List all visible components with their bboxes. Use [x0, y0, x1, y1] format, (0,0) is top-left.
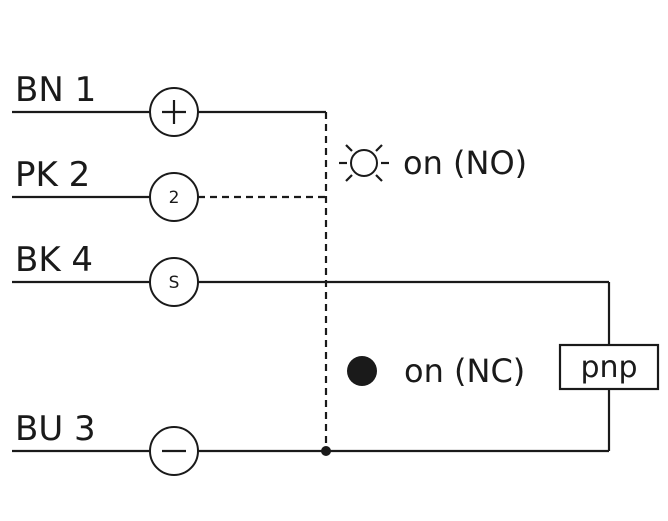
- junction-dot: [321, 446, 331, 456]
- wire-label-bk4: BK 4: [15, 240, 93, 280]
- no-indicator-label: on (NO): [403, 144, 527, 182]
- switch-terminal: S: [149, 257, 199, 307]
- wire-pk2: PK 2 2: [12, 155, 326, 222]
- pin2-terminal-label: 2: [169, 188, 180, 208]
- wire-label-bn1: BN 1: [15, 70, 96, 110]
- pnp-label: pnp: [580, 350, 637, 385]
- led-on-icon: [347, 356, 377, 386]
- wire-label-bu3: BU 3: [15, 409, 96, 449]
- switch-terminal-label: S: [169, 273, 180, 293]
- pnp-output-box: pnp: [558, 343, 660, 391]
- nc-indicator-label: on (NC): [404, 352, 525, 390]
- led-off-icon: [339, 144, 389, 182]
- wire-bu3: BU 3: [12, 409, 609, 476]
- wire-bn1: BN 1: [12, 70, 326, 137]
- wire-bk4: BK 4 S: [12, 240, 609, 307]
- plus-terminal-icon: [149, 87, 199, 137]
- pin2-terminal: 2: [149, 172, 199, 222]
- wire-label-pk2: PK 2: [15, 155, 90, 195]
- minus-terminal-icon: [149, 426, 199, 476]
